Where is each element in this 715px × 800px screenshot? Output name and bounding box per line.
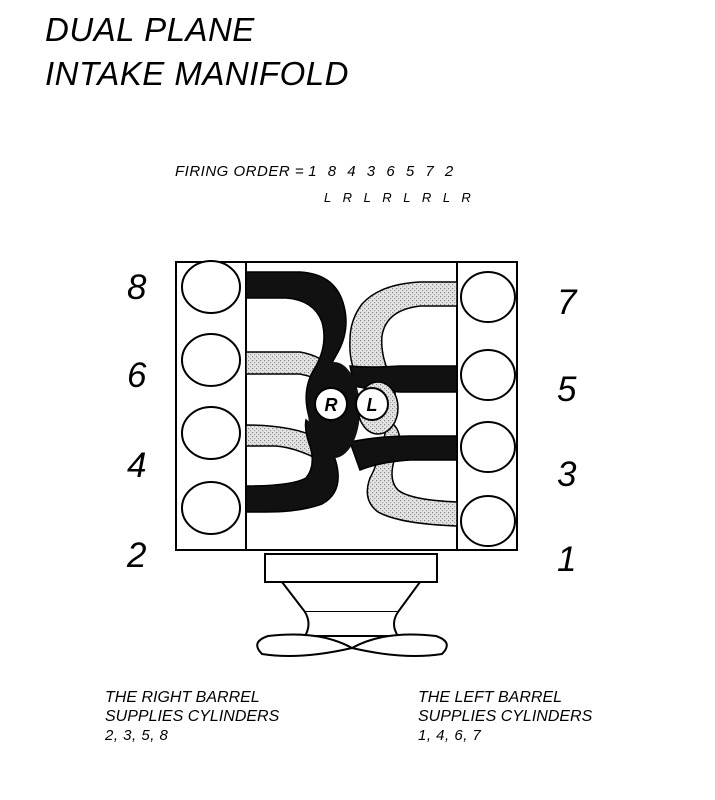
right-bank-cylinders (460, 271, 516, 547)
right-caption-line-2: SUPPLIES CYLINDERS (105, 708, 280, 725)
left-caption-line-2: SUPPLIES CYLINDERS (418, 708, 593, 725)
cylinder-number-5: 5 (557, 370, 577, 409)
left-barrel-label: L (367, 395, 378, 415)
cylinder-bore-2 (181, 481, 241, 535)
title-line-1: DUAL PLANE (45, 11, 255, 48)
cylinder-bore-7 (460, 271, 516, 323)
page-title: DUAL PLANE INTAKE MANIFOLD (45, 8, 349, 96)
left-barrel-caption: THE LEFT BARREL SUPPLIES CYLINDERS 1, 4,… (418, 688, 592, 745)
firing-order-label: FIRING ORDER = (175, 163, 305, 180)
cylinder-number-3: 3 (557, 455, 577, 494)
cylinder-number-1: 1 (557, 540, 577, 579)
cylinder-bore-8 (181, 260, 241, 314)
cylinder-number-6: 6 (127, 356, 147, 395)
cylinder-number-7: 7 (557, 283, 577, 322)
left-caption-cylinders: 1, 4, 6, 7 (418, 727, 482, 744)
cylinder-bore-5 (460, 349, 516, 401)
cylinder-number-4: 4 (127, 446, 147, 485)
pulley-hub (303, 611, 400, 637)
engine-front (256, 553, 448, 657)
cylinder-number-2: 2 (127, 536, 147, 575)
left-barrel-circle (355, 387, 389, 421)
right-barrel-label: R (325, 395, 338, 415)
cylinder-bore-3 (460, 421, 516, 473)
right-barrel-circle (314, 387, 348, 421)
cylinder-bore-6 (181, 333, 241, 387)
firing-order-sides: L R L R L R L R (324, 190, 475, 205)
right-barrel-caption: THE RIGHT BARREL SUPPLIES CYLINDERS 2, 3… (105, 688, 279, 745)
firing-order-sequence: 1 8 4 3 6 5 7 2 (308, 163, 455, 180)
left-caption-line-1: THE LEFT BARREL (418, 689, 563, 706)
cylinder-bore-1 (460, 495, 516, 547)
right-caption-line-1: THE RIGHT BARREL (105, 689, 260, 706)
fan-blade-left (256, 633, 355, 657)
title-line-2: INTAKE MANIFOLD (45, 55, 349, 92)
cylinder-number-8: 8 (127, 268, 147, 307)
cylinder-bore-4 (181, 406, 241, 460)
fan-blade-right (349, 633, 448, 657)
runner-cylinder-2 (245, 418, 339, 513)
runner-cylinder-3 (349, 435, 458, 471)
firing-order: FIRING ORDER = 1 8 4 3 6 5 7 2 (175, 163, 454, 180)
right-caption-cylinders: 2, 3, 5, 8 (105, 727, 169, 744)
timing-cover (264, 553, 438, 583)
left-bank-cylinders (181, 260, 241, 535)
water-pump-housing (279, 581, 422, 613)
